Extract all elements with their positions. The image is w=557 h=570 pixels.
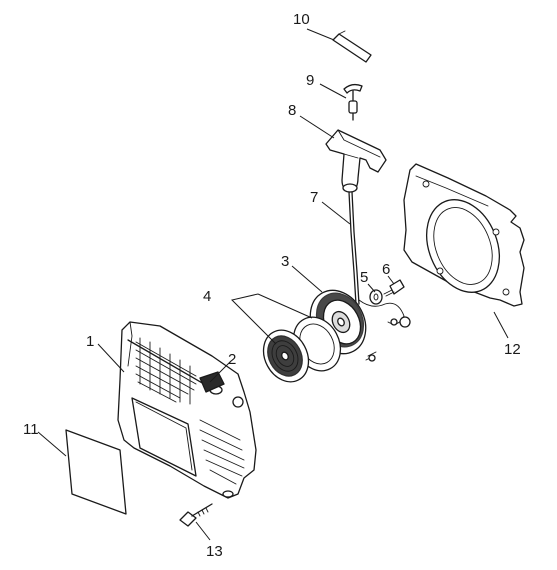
part-13-bolt: [179, 503, 213, 527]
callout-4: 4: [203, 288, 211, 305]
callout-7: 7: [310, 189, 318, 206]
callout-8: 8: [288, 102, 296, 119]
callout-13: 13: [206, 543, 223, 560]
part-1-starter-cover: [117, 321, 257, 499]
part-10-grip-insert: [332, 30, 372, 63]
callout-labels: 10 9 8 7 3 5 6 4 2 1 11 12 13: [23, 11, 521, 560]
callout-1: 1: [86, 333, 94, 350]
callout-6: 6: [382, 261, 390, 278]
part-12-fan-housing: [403, 163, 525, 307]
part-2-cap: [199, 371, 225, 393]
part-7-starter-rope: [348, 191, 411, 328]
callout-11: 11: [23, 421, 39, 438]
callout-9: 9: [306, 72, 314, 89]
leader-lines: [37, 28, 509, 541]
callout-2: 2: [228, 351, 236, 368]
part-11-filter-plate: [65, 429, 127, 515]
callout-3: 3: [281, 253, 289, 270]
callout-5: 5: [360, 269, 368, 286]
callout-10: 10: [293, 11, 310, 28]
part-8-starter-handle: [325, 129, 387, 193]
part-6-screw: [383, 279, 405, 297]
part-9-rope-retainer: [343, 83, 363, 121]
callout-12: 12: [504, 341, 521, 358]
part-5-washer: [369, 289, 383, 305]
